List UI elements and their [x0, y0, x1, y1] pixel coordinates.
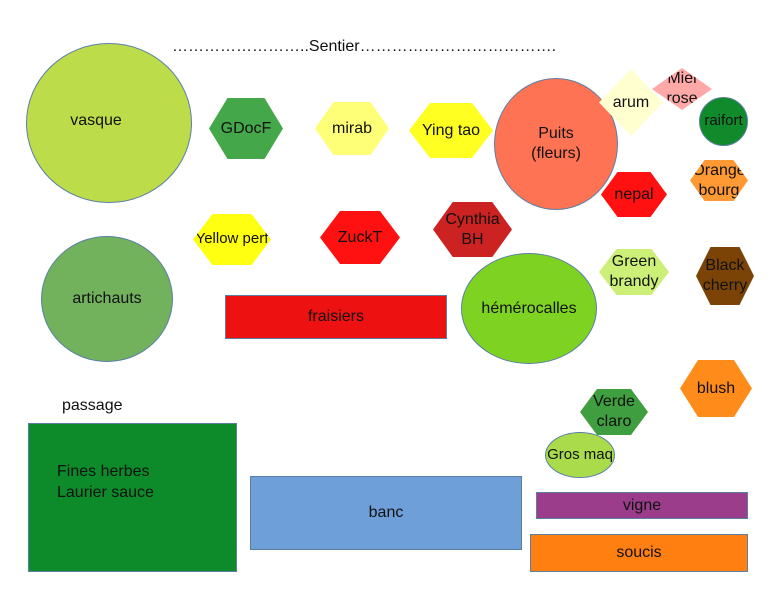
bed-banc[interactable]: banc — [250, 476, 522, 550]
bed-mirab[interactable]: mirab — [315, 102, 389, 155]
bed-label: blush — [696, 379, 736, 397]
bed-label: Cynthia BH — [445, 210, 500, 248]
bed-label: Gros maq — [547, 445, 613, 463]
bed-raifort[interactable]: raifort — [699, 97, 748, 146]
bed-label: fraisiers — [307, 308, 364, 325]
bed-label: hémérocalles — [481, 299, 577, 317]
bed-label: Orange bourg — [692, 161, 746, 199]
bed-label: raifort — [704, 112, 743, 130]
bed-yingtao[interactable]: Ying tao — [409, 103, 493, 158]
bed-hemerocalles[interactable]: hémérocalles — [461, 253, 597, 364]
bed-label: Green brandy — [609, 253, 659, 290]
bed-label: soucis — [616, 544, 662, 561]
bed-label: Yellow perf — [195, 230, 269, 248]
bed-zuckt[interactable]: ZuckT — [320, 211, 400, 264]
bed-fines-herbes[interactable]: Fines herbes Laurier sauce — [28, 423, 237, 572]
bed-label: GDocF — [220, 119, 272, 137]
bed-verdeclaro[interactable]: Verde claro — [580, 389, 648, 435]
bed-label: Verde claro — [593, 393, 635, 430]
bed-label: Miel rose — [666, 70, 698, 107]
bed-blackcherry[interactable]: Black cherry — [696, 247, 754, 305]
bed-artichauts[interactable]: artichauts — [41, 236, 173, 362]
bed-label: Puits (fleurs) — [531, 125, 581, 162]
bed-label: mirab — [331, 119, 372, 137]
bed-yellowperf[interactable]: Yellow perf — [193, 214, 271, 265]
bed-greenbrandy[interactable]: Green brandy — [599, 249, 669, 295]
bed-soucis[interactable]: soucis — [530, 534, 748, 572]
bed-puits[interactable]: Puits (fleurs) — [494, 78, 618, 210]
passage-label: passage — [62, 397, 123, 414]
path-label: ……………………..Sentier………………………………. — [172, 38, 557, 55]
bed-label: Ying tao — [421, 121, 481, 139]
bed-label: Black cherry — [702, 257, 748, 294]
bed-blush[interactable]: blush — [680, 360, 752, 417]
bed-cynthiabh[interactable]: Cynthia BH — [433, 202, 512, 257]
bed-label: ZuckT — [337, 228, 383, 246]
bed-orangebourg[interactable]: Orange bourg — [690, 160, 748, 201]
bed-label: nepal — [614, 185, 654, 203]
bed-nepal[interactable]: nepal — [601, 172, 667, 217]
bed-label: arum — [612, 93, 650, 111]
bed-gdocf[interactable]: GDocF — [209, 98, 283, 159]
bed-label: vasque — [70, 112, 122, 129]
bed-grosmaq[interactable]: Gros maq — [545, 432, 615, 478]
bed-vigne[interactable]: vigne — [536, 492, 748, 519]
bed-label: vigne — [622, 496, 662, 514]
bed-label: artichauts — [72, 290, 142, 307]
bed-vasque[interactable]: vasque — [26, 43, 192, 203]
bed-label: banc — [368, 504, 404, 521]
bed-label: Fines herbes Laurier sauce — [57, 463, 154, 501]
bed-fraisiers[interactable]: fraisiers — [225, 295, 447, 339]
